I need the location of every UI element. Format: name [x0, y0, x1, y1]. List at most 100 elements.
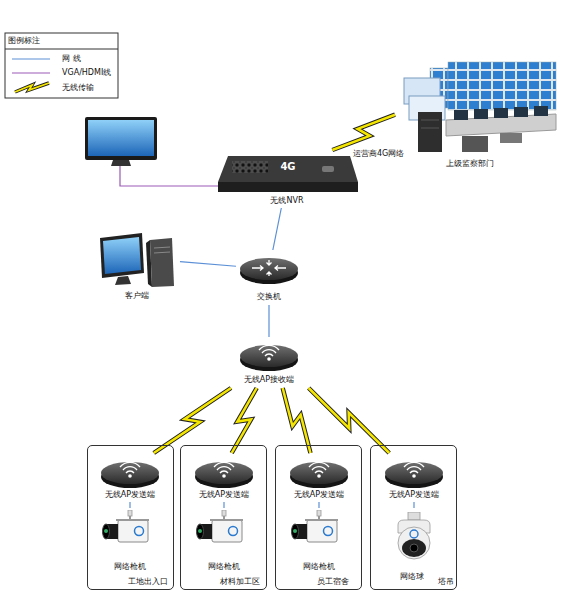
network-cable — [180, 262, 236, 267]
connector-group — [224, 502, 225, 508]
node-label: 无线AP发送端 — [105, 490, 155, 500]
node-label: 网络枪机 — [208, 562, 240, 572]
client-computer — [115, 276, 131, 285]
connector-group — [180, 262, 236, 267]
site-zone: 材料加工区 无线AP发送端网络枪机 — [180, 445, 267, 590]
zone-name: 工地出入口 — [128, 577, 168, 587]
dome-camera: 网络球 — [388, 508, 438, 585]
wireless-link — [154, 388, 231, 453]
ap-icon — [290, 462, 348, 488]
network-cable — [223, 502, 224, 508]
dome-camera-icon — [398, 512, 430, 559]
connector-group — [130, 502, 131, 508]
bullet-camera-icon — [292, 510, 339, 542]
legend-frame — [5, 49, 118, 50]
ap-sender: 无线AP发送端 — [279, 453, 359, 502]
display-monitor — [88, 120, 154, 156]
wireless-bolt-outline — [154, 388, 231, 453]
connector-group — [154, 388, 231, 453]
hdmi-cable — [120, 166, 218, 186]
bullet-camera: 网络枪机 — [289, 508, 349, 575]
wireless-bolt-outline — [283, 388, 311, 453]
wireless-link — [232, 388, 257, 453]
node-label: 上级监察部门 — [446, 159, 494, 169]
nvr-illustration — [218, 156, 358, 182]
legend-frame — [5, 33, 118, 98]
monitoring-center-illustration — [462, 136, 488, 152]
client-computer — [154, 247, 170, 248]
monitoring-center-illustration — [418, 112, 442, 152]
client-computer — [100, 233, 144, 278]
node-label: 无线AP发送端 — [389, 490, 439, 500]
legend-samples — [12, 72, 50, 73]
connector-group — [232, 388, 257, 453]
legend-samples — [15, 83, 49, 92]
client-computer — [150, 238, 174, 287]
bullet-camera: 网络枪机 — [100, 508, 160, 575]
legend-frame — [5, 33, 118, 98]
wireless-link — [332, 115, 395, 150]
wireless-link — [309, 388, 390, 453]
monitoring-center-illustration — [421, 120, 439, 121]
ap-icon — [240, 345, 298, 371]
legend-heading: 图例标注 — [8, 36, 40, 46]
node-label: 客户端 — [125, 291, 149, 301]
node-label: 无线NVR — [270, 196, 303, 206]
ap-receiver: 无线AP接收端 — [230, 337, 310, 388]
node-label: 无线AP发送端 — [199, 490, 249, 500]
node-label: 网络枪机 — [114, 562, 146, 572]
monitoring-center-illustration — [514, 107, 528, 117]
monitoring-center-illustration — [404, 62, 556, 152]
edge-label: 运营商4G网络 — [352, 149, 405, 159]
connector-group — [319, 502, 320, 508]
monitoring-center-illustration — [500, 133, 522, 143]
ap-icon — [101, 462, 159, 488]
node-label: 网络球 — [400, 572, 424, 582]
legend-samples — [12, 58, 50, 59]
monitoring-center-illustration — [474, 109, 488, 119]
connector-group — [414, 502, 415, 508]
nvr-illustration — [218, 156, 358, 192]
site-zone: 塔吊无线AP发送端网络球 — [370, 445, 457, 590]
legend-text: 网 线 — [62, 54, 81, 64]
legend-samples — [15, 83, 49, 92]
legend-text: 无线传输 — [62, 83, 94, 93]
network-cable — [268, 305, 269, 337]
nvr-illustration — [218, 182, 358, 192]
client-pc: 客户端 — [95, 228, 180, 304]
legend-samples — [12, 59, 50, 92]
network-cable — [129, 502, 130, 508]
wireless-bolt-outline — [309, 388, 390, 453]
monitoring-center-illustration — [421, 128, 439, 129]
switch-icon — [240, 258, 298, 284]
nvr-device: 4G无线NVR — [215, 150, 360, 208]
node-label: 无线AP接收端 — [244, 375, 294, 385]
monitoring-center-illustration — [448, 62, 556, 110]
network-cable — [318, 502, 319, 508]
monitoring-center: 上级监察部门 — [395, 58, 558, 171]
display-monitor — [111, 160, 131, 166]
ap-icon — [195, 462, 253, 488]
zone-name: 材料加工区 — [220, 577, 260, 587]
client-computer — [154, 252, 170, 253]
ap-sender: 无线AP发送端 — [90, 453, 170, 502]
connector-group — [332, 115, 395, 150]
bullet-camera-icon — [103, 510, 150, 542]
client-computer — [103, 237, 141, 274]
ap-sender: 无线AP发送端 — [374, 453, 454, 502]
ap-sender: 无线AP发送端 — [184, 453, 264, 502]
client-computer — [100, 233, 174, 287]
monitoring-center-illustration — [494, 108, 508, 118]
network-switch: 交换机 — [236, 250, 302, 305]
connector-group — [283, 388, 311, 453]
site-zone: 工地出入口 无线AP发送端网络枪机 — [87, 445, 174, 590]
connector-group — [269, 305, 270, 337]
connector-group — [309, 388, 390, 453]
nvr-illustration — [322, 166, 334, 172]
display-monitor — [85, 117, 157, 166]
connector-group — [273, 208, 281, 250]
network-cable — [273, 208, 281, 250]
legend-text: VGA/HDMI线 — [62, 68, 111, 78]
